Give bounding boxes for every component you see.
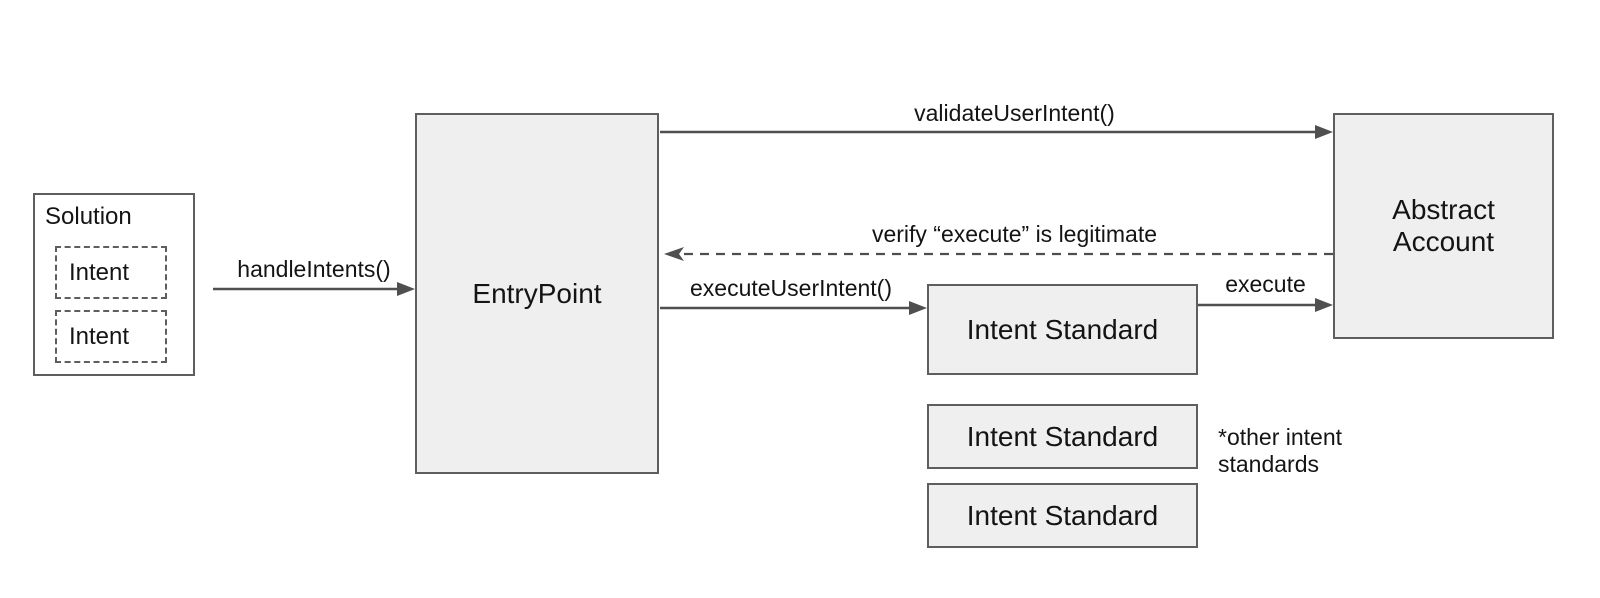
intent-box: Intent xyxy=(55,310,167,363)
abstract-account-box: Abstract Account xyxy=(1333,113,1554,339)
execute-user-intent-label: executeUserIntent() xyxy=(690,275,892,301)
intent-standard-label: Intent Standard xyxy=(966,313,1159,345)
verify-execute-dashed-arrow xyxy=(664,247,1333,261)
solution-box: Solution Intent Intent xyxy=(33,193,195,376)
validate-user-intent-arrow xyxy=(660,125,1333,139)
abstract-account-label: Abstract Account xyxy=(1392,194,1495,257)
handle-intents-label: handleIntents() xyxy=(237,256,391,282)
intent-label: Intent xyxy=(69,322,130,350)
handle-intents-arrow xyxy=(213,282,415,296)
intent-standard-box: Intent Standard xyxy=(927,284,1198,375)
verify-execute-label: verify “execute” is legitimate xyxy=(871,221,1158,247)
intent-standard-box: Intent Standard xyxy=(927,483,1198,548)
solution-title: Solution xyxy=(45,203,132,230)
validate-user-intent-label: validateUserIntent() xyxy=(914,100,1115,126)
intent-box: Intent xyxy=(55,246,167,299)
intent-standard-label: Intent Standard xyxy=(966,499,1159,531)
entrypoint-box: EntryPoint xyxy=(415,113,659,474)
execute-arrow xyxy=(1198,298,1333,312)
intent-standard-box: Intent Standard xyxy=(927,404,1198,469)
execute-user-intent-arrow xyxy=(660,301,927,315)
execute-label: execute xyxy=(1225,271,1306,297)
other-standards-annotation: *other intent standards xyxy=(1218,424,1343,477)
intent-standard-label: Intent Standard xyxy=(966,420,1159,452)
entrypoint-label: EntryPoint xyxy=(472,277,602,309)
intent-label: Intent xyxy=(69,258,130,286)
